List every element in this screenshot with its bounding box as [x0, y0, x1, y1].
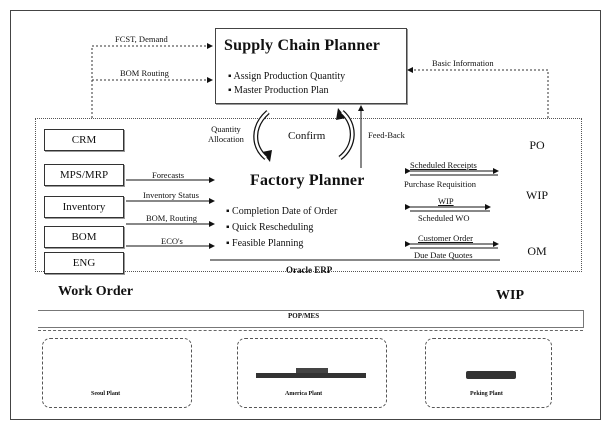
purchase-requisition-label: Purchase Requisition [404, 179, 477, 189]
fp-bullet-3: ▪ Feasible Planning [226, 238, 304, 249]
america-plant-image [256, 373, 366, 378]
feed-back-label: Feed-Back [368, 130, 405, 140]
module-crm: CRM [44, 129, 124, 151]
scp-bullet-2: ▪ Master Production Plan [228, 85, 329, 96]
quantity-allocation-label: Quantity Allocation [208, 124, 244, 144]
peking-plant-box: Peking Plant [425, 338, 552, 408]
scp-title: Supply Chain Planner [224, 37, 381, 54]
customer-order-label: Customer Order [418, 233, 474, 243]
inventory-status-label: Inventory Status [143, 190, 199, 200]
mes-band-line [38, 330, 583, 331]
scheduled-receipts-label: Scheduled Receipts [410, 160, 477, 170]
fp-bullet-1: ▪ Completion Date of Order [226, 206, 338, 217]
forecasts-label: Forecasts [152, 170, 185, 180]
factory-planner-box: Factory Planner ▪ Completion Date of Ord… [218, 168, 408, 256]
scheduled-wo-label: Scheduled WO [418, 213, 470, 223]
oracle-erp-label: Oracle ERP [286, 265, 333, 275]
seoul-plant-box: Seoul Plant [42, 338, 192, 408]
pop-mes-label: POP/MES [288, 312, 320, 320]
module-inventory: Inventory [44, 196, 124, 218]
fcst-demand-label: FCST, Demand [115, 34, 168, 44]
wip-bottom-label: WIP [496, 288, 524, 303]
basic-info-line [407, 67, 549, 118]
bom-routing-label: BOM, Routing [146, 213, 198, 223]
america-plant-label: America Plant [285, 391, 323, 397]
module-om: OM [527, 243, 547, 258]
fcst-demand-line [91, 43, 213, 118]
erp-region [35, 118, 582, 272]
peking-plant-image [466, 371, 516, 379]
module-eng: ENG [44, 252, 124, 274]
module-wip: WIP [526, 187, 548, 202]
supply-chain-planner-box: Supply Chain Planner ▪ Assign Production… [215, 28, 407, 104]
due-date-quotes-label: Due Date Quotes [414, 250, 473, 260]
wip-flow-label: WIP [438, 196, 454, 206]
module-mps-mrp: MPS/MRP [44, 164, 124, 186]
fp-title: Factory Planner [250, 172, 365, 189]
seoul-plant-label: Seoul Plant [91, 391, 121, 397]
ecos-label: ECO's [161, 236, 183, 246]
module-bom: BOM [44, 226, 124, 248]
basic-information-label: Basic Information [432, 58, 494, 68]
fp-bullet-2: ▪ Quick Rescheduling [226, 222, 314, 233]
peking-plant-label: Peking Plant [470, 391, 503, 397]
outer-frame [10, 10, 601, 420]
mes-band [38, 310, 584, 328]
america-plant-box: America Plant [237, 338, 387, 408]
bom-routing-top-label: BOM Routing [120, 68, 169, 78]
module-po: PO [529, 137, 545, 152]
confirm-label: Confirm [288, 130, 326, 142]
scp-bullet-1: ▪ Assign Production Quantity [228, 71, 346, 82]
work-order-label: Work Order [58, 284, 134, 299]
